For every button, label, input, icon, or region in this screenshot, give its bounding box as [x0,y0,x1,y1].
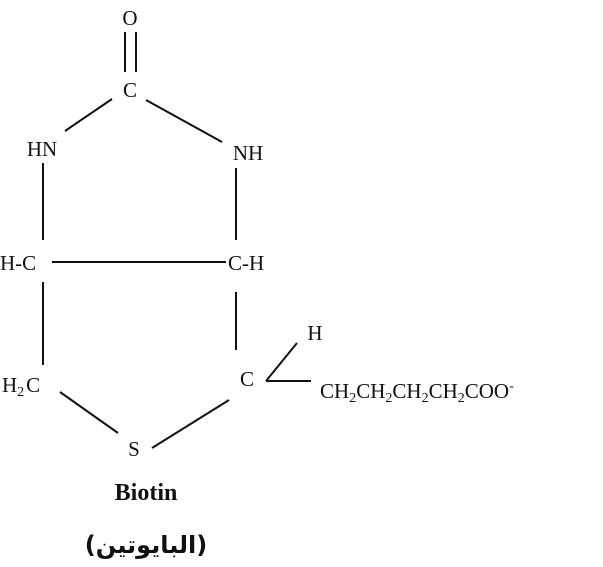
carbonyl-carbon-label: C [123,78,137,102]
side-chain-label: CH2CH2CH2CH2COO- [320,379,514,406]
ch2-label: H2C [2,373,40,400]
sulfur-label: S [128,437,140,461]
right-ch-label: C-H [228,251,264,275]
bond-s-c [151,399,230,449]
bond-ch2-s [59,391,119,434]
bond-c-nh [145,99,223,143]
compound-name: Biotin [115,480,178,506]
right-nh-label: NH [233,141,263,165]
bond-c-h [265,342,298,382]
side-carbon-label: C [240,367,254,391]
oxygen-label: O [122,6,137,30]
left-nh-label: HN [27,137,57,161]
bond-c-hn [64,98,113,132]
left-ch-label: H-C [0,251,36,275]
compound-name-arabic: (البايوتين) [85,531,207,559]
side-h-label: H [307,321,322,345]
